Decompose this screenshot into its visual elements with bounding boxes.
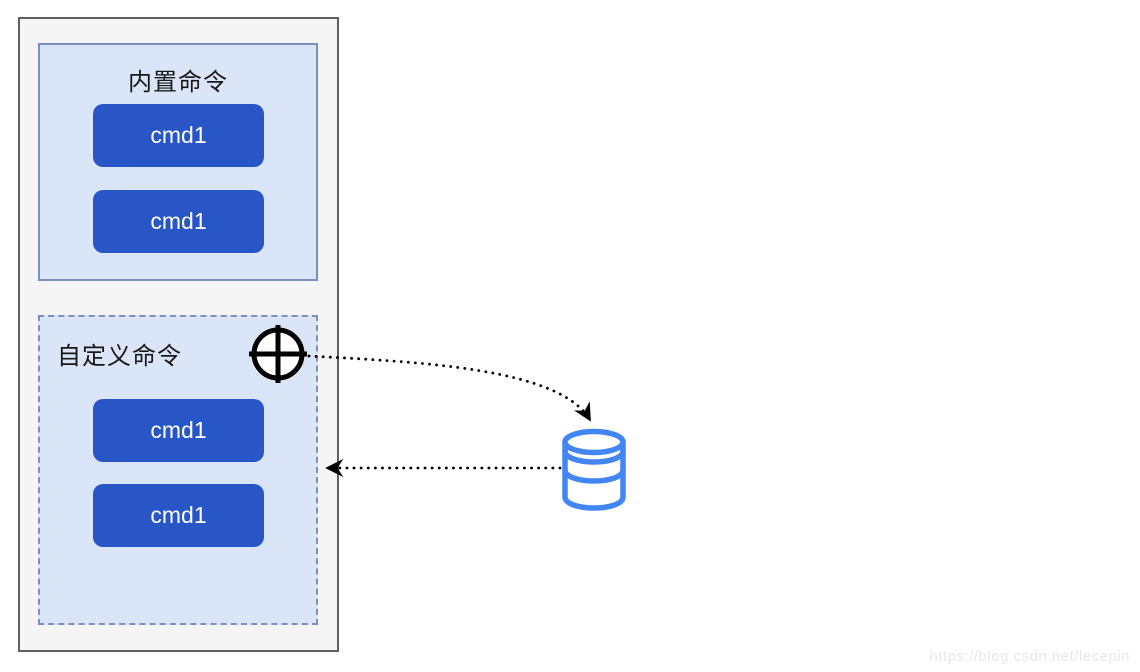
custom-cmd1-button-1[interactable]: cmd1 (93, 399, 264, 462)
custom-commands-group: 自定义命令 cmd1 cmd1 (38, 315, 318, 625)
custom-group-title: 自定义命令 (57, 343, 182, 370)
database-icon (562, 428, 626, 511)
dotted-arrow-plus-to-database (307, 354, 592, 422)
custom-cmd1-button-2[interactable]: cmd1 (93, 484, 264, 547)
builtin-cmd1-button-1[interactable]: cmd1 (93, 104, 264, 167)
watermark-url: https://blog.csdn.net/lecepin (929, 648, 1130, 665)
builtin-group-title: 内置命令 (128, 69, 228, 96)
builtin-commands-group: 内置命令 cmd1 cmd1 (38, 43, 318, 281)
builtin-cmd1-button-2[interactable]: cmd1 (93, 190, 264, 253)
